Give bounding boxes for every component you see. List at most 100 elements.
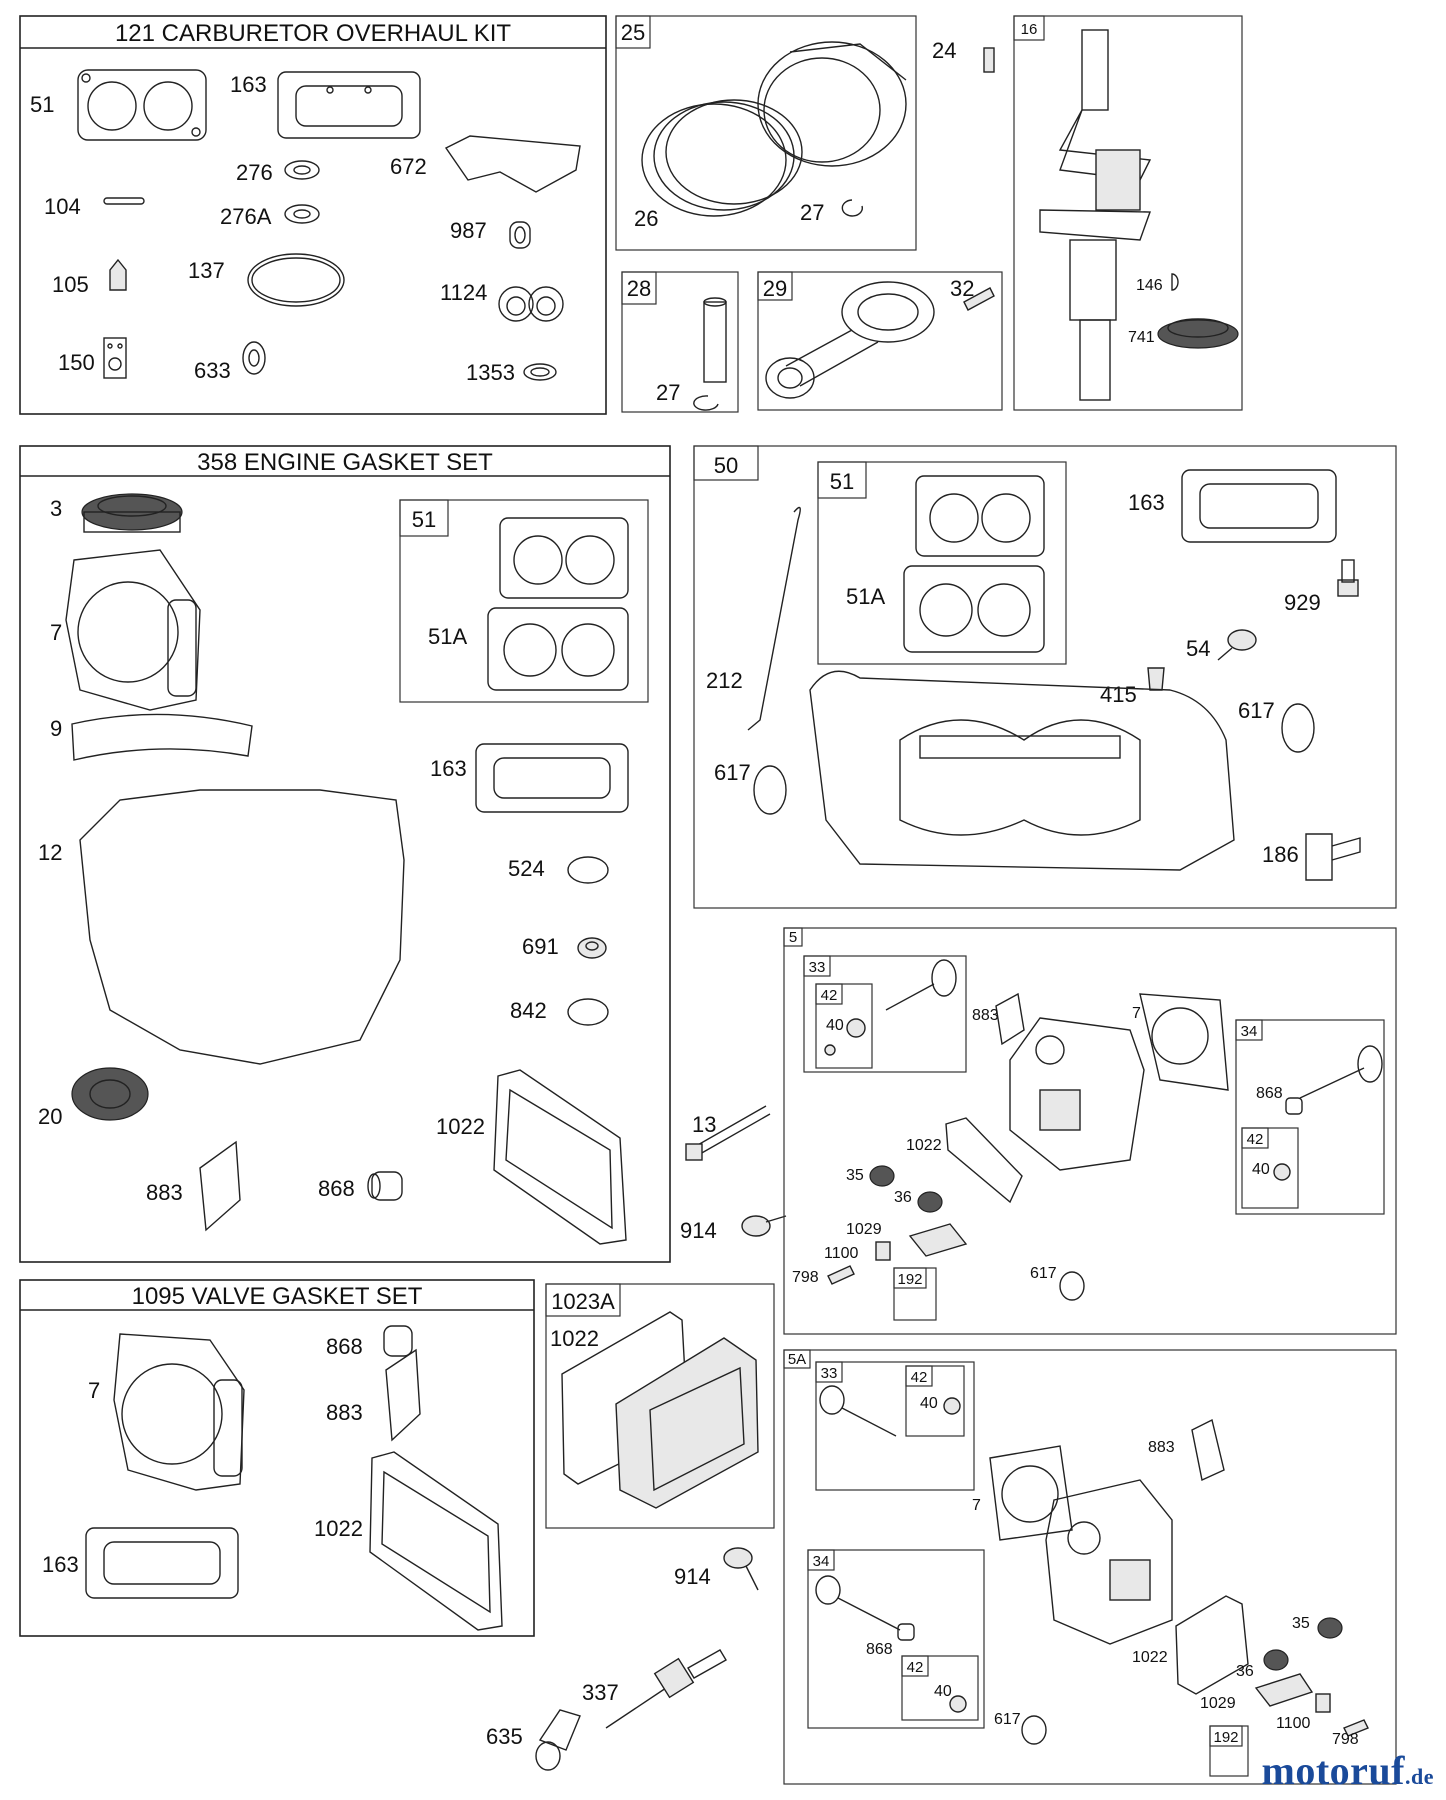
- part-883-gasket-5a: [1191, 1418, 1225, 1482]
- label-987: 987: [450, 218, 487, 243]
- part-146-key: [1171, 273, 1179, 291]
- group-title-carburetor-kit: 121 CARBURETOR OVERHAUL KIT: [115, 20, 511, 47]
- part-5-cylinder-head: [1009, 1017, 1145, 1171]
- part-186-elbow-fitting: [1305, 833, 1361, 881]
- label-617-5: 617: [1030, 1265, 1057, 1282]
- part-987-spacer: [509, 221, 531, 249]
- part-163-gasket: [277, 71, 421, 139]
- part-415-fitting: [1147, 667, 1165, 691]
- engine-gasket-set-group: 358 ENGINE GASKET SET 3 7 9 12 20 883 86: [19, 445, 671, 1263]
- label-20: 20: [38, 1104, 62, 1129]
- part-29-connecting-rod: [765, 281, 935, 399]
- part-33-valve-5a: [819, 1385, 897, 1437]
- label-36-5: 36: [894, 1189, 912, 1206]
- box-tag-51-egs: 51: [412, 507, 436, 532]
- label-914-lower: 914: [674, 1564, 711, 1589]
- box-tag-34-5: 34: [1241, 1023, 1258, 1040]
- part-12-crankcase-gasket: [79, 789, 405, 1065]
- group-title-valve-gasket: 1095 VALVE GASKET SET: [132, 1283, 423, 1310]
- part-40-retainer-5a: [943, 1397, 961, 1415]
- box-tag-25: 25: [621, 20, 645, 45]
- part-337-spark-plug: [605, 1649, 727, 1729]
- label-617-left: 617: [714, 760, 751, 785]
- label-276a: 276A: [220, 204, 272, 229]
- cylinder-head-5-group: 5 33 42 40 883 7 1022 34: [783, 927, 1397, 1335]
- part-137-oring: [247, 253, 345, 307]
- watermark-logo: motoruf.de: [1262, 1747, 1434, 1794]
- piston-group: 25 26 27: [615, 15, 917, 251]
- part-27-wrist-pin-clip: [841, 199, 864, 217]
- box-tag-29: 29: [763, 276, 787, 301]
- label-741: 741: [1128, 329, 1155, 346]
- label-842: 842: [510, 998, 547, 1023]
- label-1100-5: 1100: [824, 1245, 859, 1262]
- part-163-gasket-manifold: [1181, 469, 1337, 543]
- part-633-washer: [242, 341, 266, 375]
- part-104-pin: [103, 197, 145, 205]
- label-1022-5a: 1022: [1132, 1649, 1168, 1666]
- crankshaft-group: 16 146 741: [1013, 15, 1243, 411]
- part-9-gasket: [71, 713, 253, 761]
- part-16-crankshaft: [1039, 29, 1152, 401]
- label-415: 415: [1100, 682, 1137, 707]
- label-186: 186: [1262, 842, 1299, 867]
- label-691: 691: [522, 934, 559, 959]
- part-883-gasket: [199, 1140, 241, 1232]
- part-617-gasket-5: [1059, 1271, 1085, 1301]
- part-1022-gasket-5a: [1175, 1595, 1249, 1695]
- part-617-gasket-left: [753, 765, 787, 815]
- label-7: 7: [50, 620, 62, 645]
- part-1124-gasket: [498, 286, 564, 322]
- part-32-bolt: [963, 287, 995, 311]
- part-13-bolt: [685, 1105, 771, 1161]
- label-1124: 1124: [440, 280, 487, 305]
- part-883-gasket-5: [995, 992, 1025, 1046]
- part-617-gasket-right: [1281, 703, 1315, 753]
- part-51a-gasket-egs: [487, 607, 629, 691]
- part-1100-guide-5a: [1315, 1693, 1331, 1713]
- part-26-piston-rings: [641, 99, 803, 217]
- part-798-screw-5a: [1343, 1719, 1369, 1737]
- label-3: 3: [50, 496, 62, 521]
- part-635-spark-plug-boot: [535, 1709, 581, 1771]
- label-635: 635: [486, 1724, 523, 1749]
- part-54-screw: [1217, 629, 1257, 661]
- valve-gasket-set-group: 1095 VALVE GASKET SET 7 868 883 1022 163: [19, 1279, 535, 1637]
- part-1029-rocker: [908, 1223, 968, 1257]
- part-5a-cylinder-head: [1045, 1479, 1173, 1645]
- label-524: 524: [508, 856, 545, 881]
- part-868-seal-5a: [897, 1623, 915, 1641]
- label-40-5a: 40: [826, 1017, 844, 1034]
- part-672-plate: [444, 135, 581, 193]
- label-12: 12: [38, 840, 62, 865]
- label-163-vgs: 163: [42, 1552, 79, 1577]
- label-32: 32: [950, 276, 974, 301]
- label-146: 146: [1136, 277, 1163, 294]
- part-1023a-ohv-valve-cover: [615, 1337, 759, 1509]
- box-tag-51-manifold: 51: [830, 469, 854, 494]
- part-276a-washer: [284, 204, 320, 224]
- part-150-plate: [103, 337, 127, 379]
- label-24: 24: [932, 38, 956, 63]
- label-1029-5a: 1029: [1200, 1695, 1236, 1712]
- label-798-5: 798: [792, 1269, 819, 1286]
- label-9: 9: [50, 716, 62, 741]
- label-7-5a: 7: [972, 1497, 981, 1514]
- label-1022: 1022: [436, 1114, 485, 1139]
- label-27: 27: [800, 200, 824, 225]
- part-24-key: [983, 47, 995, 73]
- part-27-clip: [693, 395, 719, 411]
- label-51a-manifold: 51A: [846, 584, 885, 609]
- label-35-5: 35: [846, 1167, 864, 1184]
- part-51-gasket-manifold: [915, 475, 1045, 557]
- label-105: 105: [52, 272, 89, 297]
- box-tag-33-5a: 33: [821, 1365, 838, 1382]
- label-150: 150: [58, 350, 95, 375]
- label-40-5a-top: 40: [920, 1395, 938, 1412]
- watermark-suffix: .de: [1405, 1764, 1434, 1789]
- part-40-retainer: [846, 1018, 866, 1038]
- label-929: 929: [1284, 590, 1321, 615]
- part-7-head-gasket-5a: [989, 1445, 1073, 1541]
- label-212: 212: [706, 668, 743, 693]
